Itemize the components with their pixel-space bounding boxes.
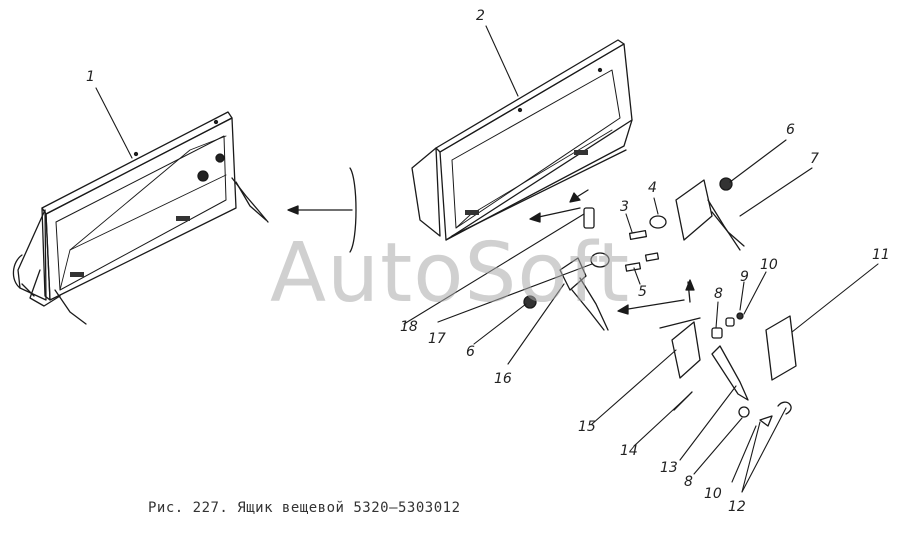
leader-lines: [95, 25, 879, 493]
callout-8-top: 8: [714, 286, 723, 302]
callout-16: 16: [494, 371, 512, 387]
callout-1: 1: [86, 69, 95, 85]
glovebox-housing: [411, 39, 633, 241]
callout-14: 14: [620, 443, 638, 459]
callout-10-bottom: 10: [704, 486, 722, 502]
watermark-text: AutoSoft: [270, 226, 631, 321]
callout-6-bottom: 6: [466, 344, 475, 360]
callout-13: 13: [660, 460, 678, 476]
callout-2: 2: [476, 8, 485, 24]
callout-17: 17: [428, 331, 446, 347]
assembly-arrow: [287, 167, 357, 253]
callout-10-top: 10: [760, 257, 778, 273]
callout-15: 15: [578, 419, 596, 435]
callout-5: 5: [638, 284, 647, 300]
callout-11: 11: [872, 247, 890, 263]
glovebox-assembled: [12, 111, 269, 325]
callout-12: 12: [728, 499, 746, 515]
detail-arrows: [529, 189, 701, 329]
figure-caption: Рис. 227. Ящик вещевой 5320—5303012: [148, 500, 461, 516]
callout-9: 9: [740, 269, 749, 285]
callout-3: 3: [620, 199, 629, 215]
callout-4: 4: [648, 180, 657, 196]
callout-18: 18: [400, 319, 418, 335]
callout-8-bottom: 8: [684, 474, 693, 490]
callout-6-top: 6: [786, 122, 795, 138]
callout-7: 7: [810, 151, 819, 167]
